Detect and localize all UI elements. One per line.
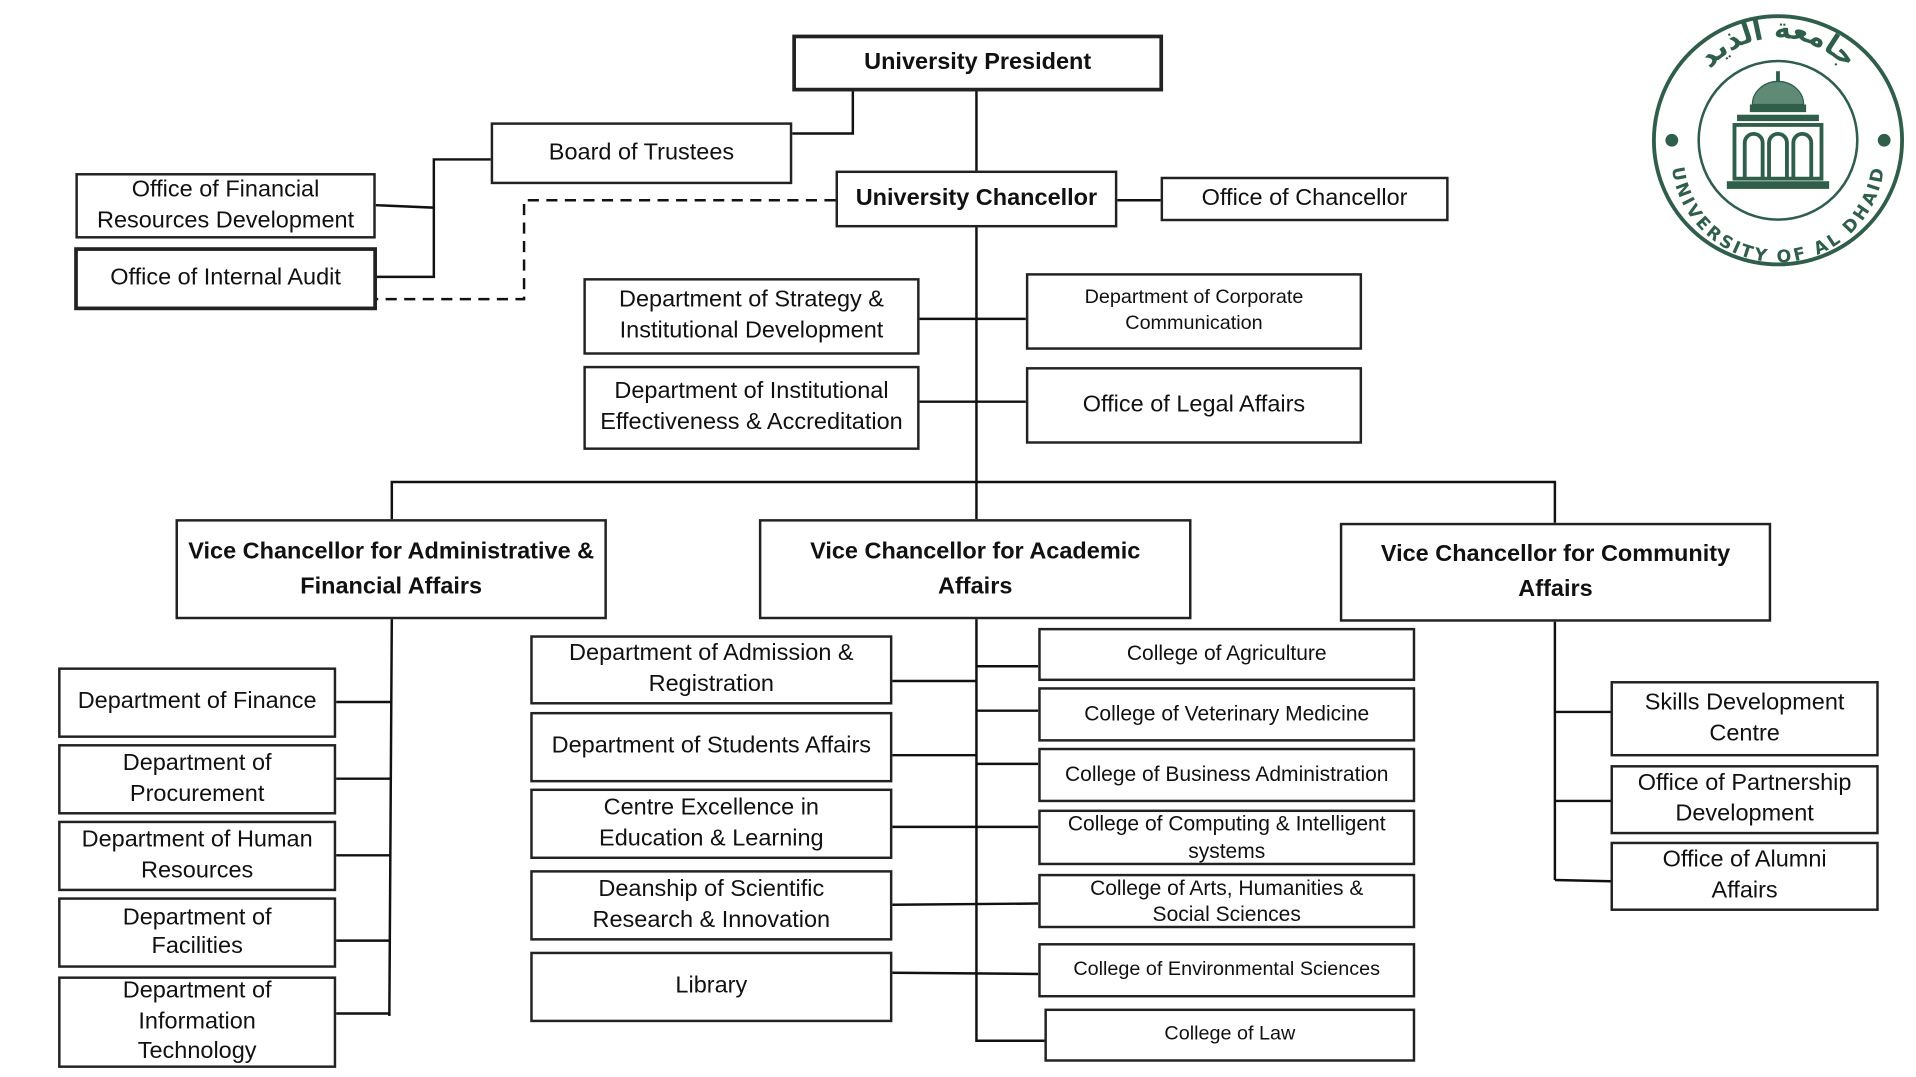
vc-academic-box: Vice Chancellor for Academic Affairs — [758, 519, 1192, 620]
deanship-research-box: Deanship of Scientific Research & Innova… — [530, 870, 893, 941]
logo-star-icon — [1665, 133, 1891, 147]
college-law-box: College of Law — [1044, 1008, 1416, 1062]
department-finance-box: Department of Finance — [58, 667, 337, 738]
college-business-box: College of Business Administration — [1038, 747, 1416, 803]
students-affairs-box: Department of Students Affairs — [530, 711, 893, 783]
department-human-resources-box: Department of Human Resources — [58, 820, 337, 892]
office-of-chancellor-box: Office of Chancellor — [1160, 176, 1449, 222]
college-arts-box: College of Arts, Humanities & Social Sci… — [1038, 873, 1416, 929]
admission-registration-box: Department of Admission & Registration — [530, 635, 893, 705]
college-veterinary-box: College of Veterinary Medicine — [1038, 687, 1416, 742]
skills-development-box: Skills Development Centre — [1610, 681, 1879, 757]
university-president-box: University President — [792, 34, 1164, 92]
alumni-affairs-box: Office of Alumni Affairs — [1610, 841, 1879, 911]
strategy-department-box: Department of Strategy & Institutional D… — [583, 278, 920, 355]
office-financial-resources-box: Office of Financial Resources Developmen… — [75, 173, 376, 239]
vc-administrative-box: Vice Chancellor for Administrative & Fin… — [175, 519, 607, 620]
college-computing-box: College of Computing & Intelligent syste… — [1038, 809, 1416, 866]
corporate-communication-box: Department of Corporate Communication — [1025, 273, 1363, 350]
college-environmental-box: College of Environmental Sciences — [1038, 943, 1416, 998]
department-it-box: Department of Information Technology — [58, 976, 337, 1068]
institutional-effectiveness-box: Department of Institutional Effectivenes… — [583, 365, 920, 450]
college-agriculture-box: College of Agriculture — [1038, 627, 1416, 682]
legal-affairs-box: Office of Legal Affairs — [1025, 367, 1363, 444]
partnership-development-box: Office of Partnership Development — [1610, 765, 1879, 835]
building-icon — [1726, 71, 1830, 189]
department-procurement-box: Department of Procurement — [58, 744, 337, 815]
centre-excellence-box: Centre Excellence in Education & Learnin… — [530, 788, 893, 860]
university-logo: جامعة الذيد UNIVERSITY OF AL DHAID — [1651, 12, 1904, 268]
library-box: Library — [530, 951, 893, 1023]
department-facilities-box: Department of Facilities — [58, 897, 337, 968]
university-chancellor-box: University Chancellor — [835, 170, 1118, 228]
office-internal-audit-box: Office of Internal Audit — [74, 247, 377, 311]
board-of-trustees-box: Board of Trustees — [490, 122, 793, 185]
vc-community-box: Vice Chancellor for Community Affairs — [1339, 522, 1772, 622]
